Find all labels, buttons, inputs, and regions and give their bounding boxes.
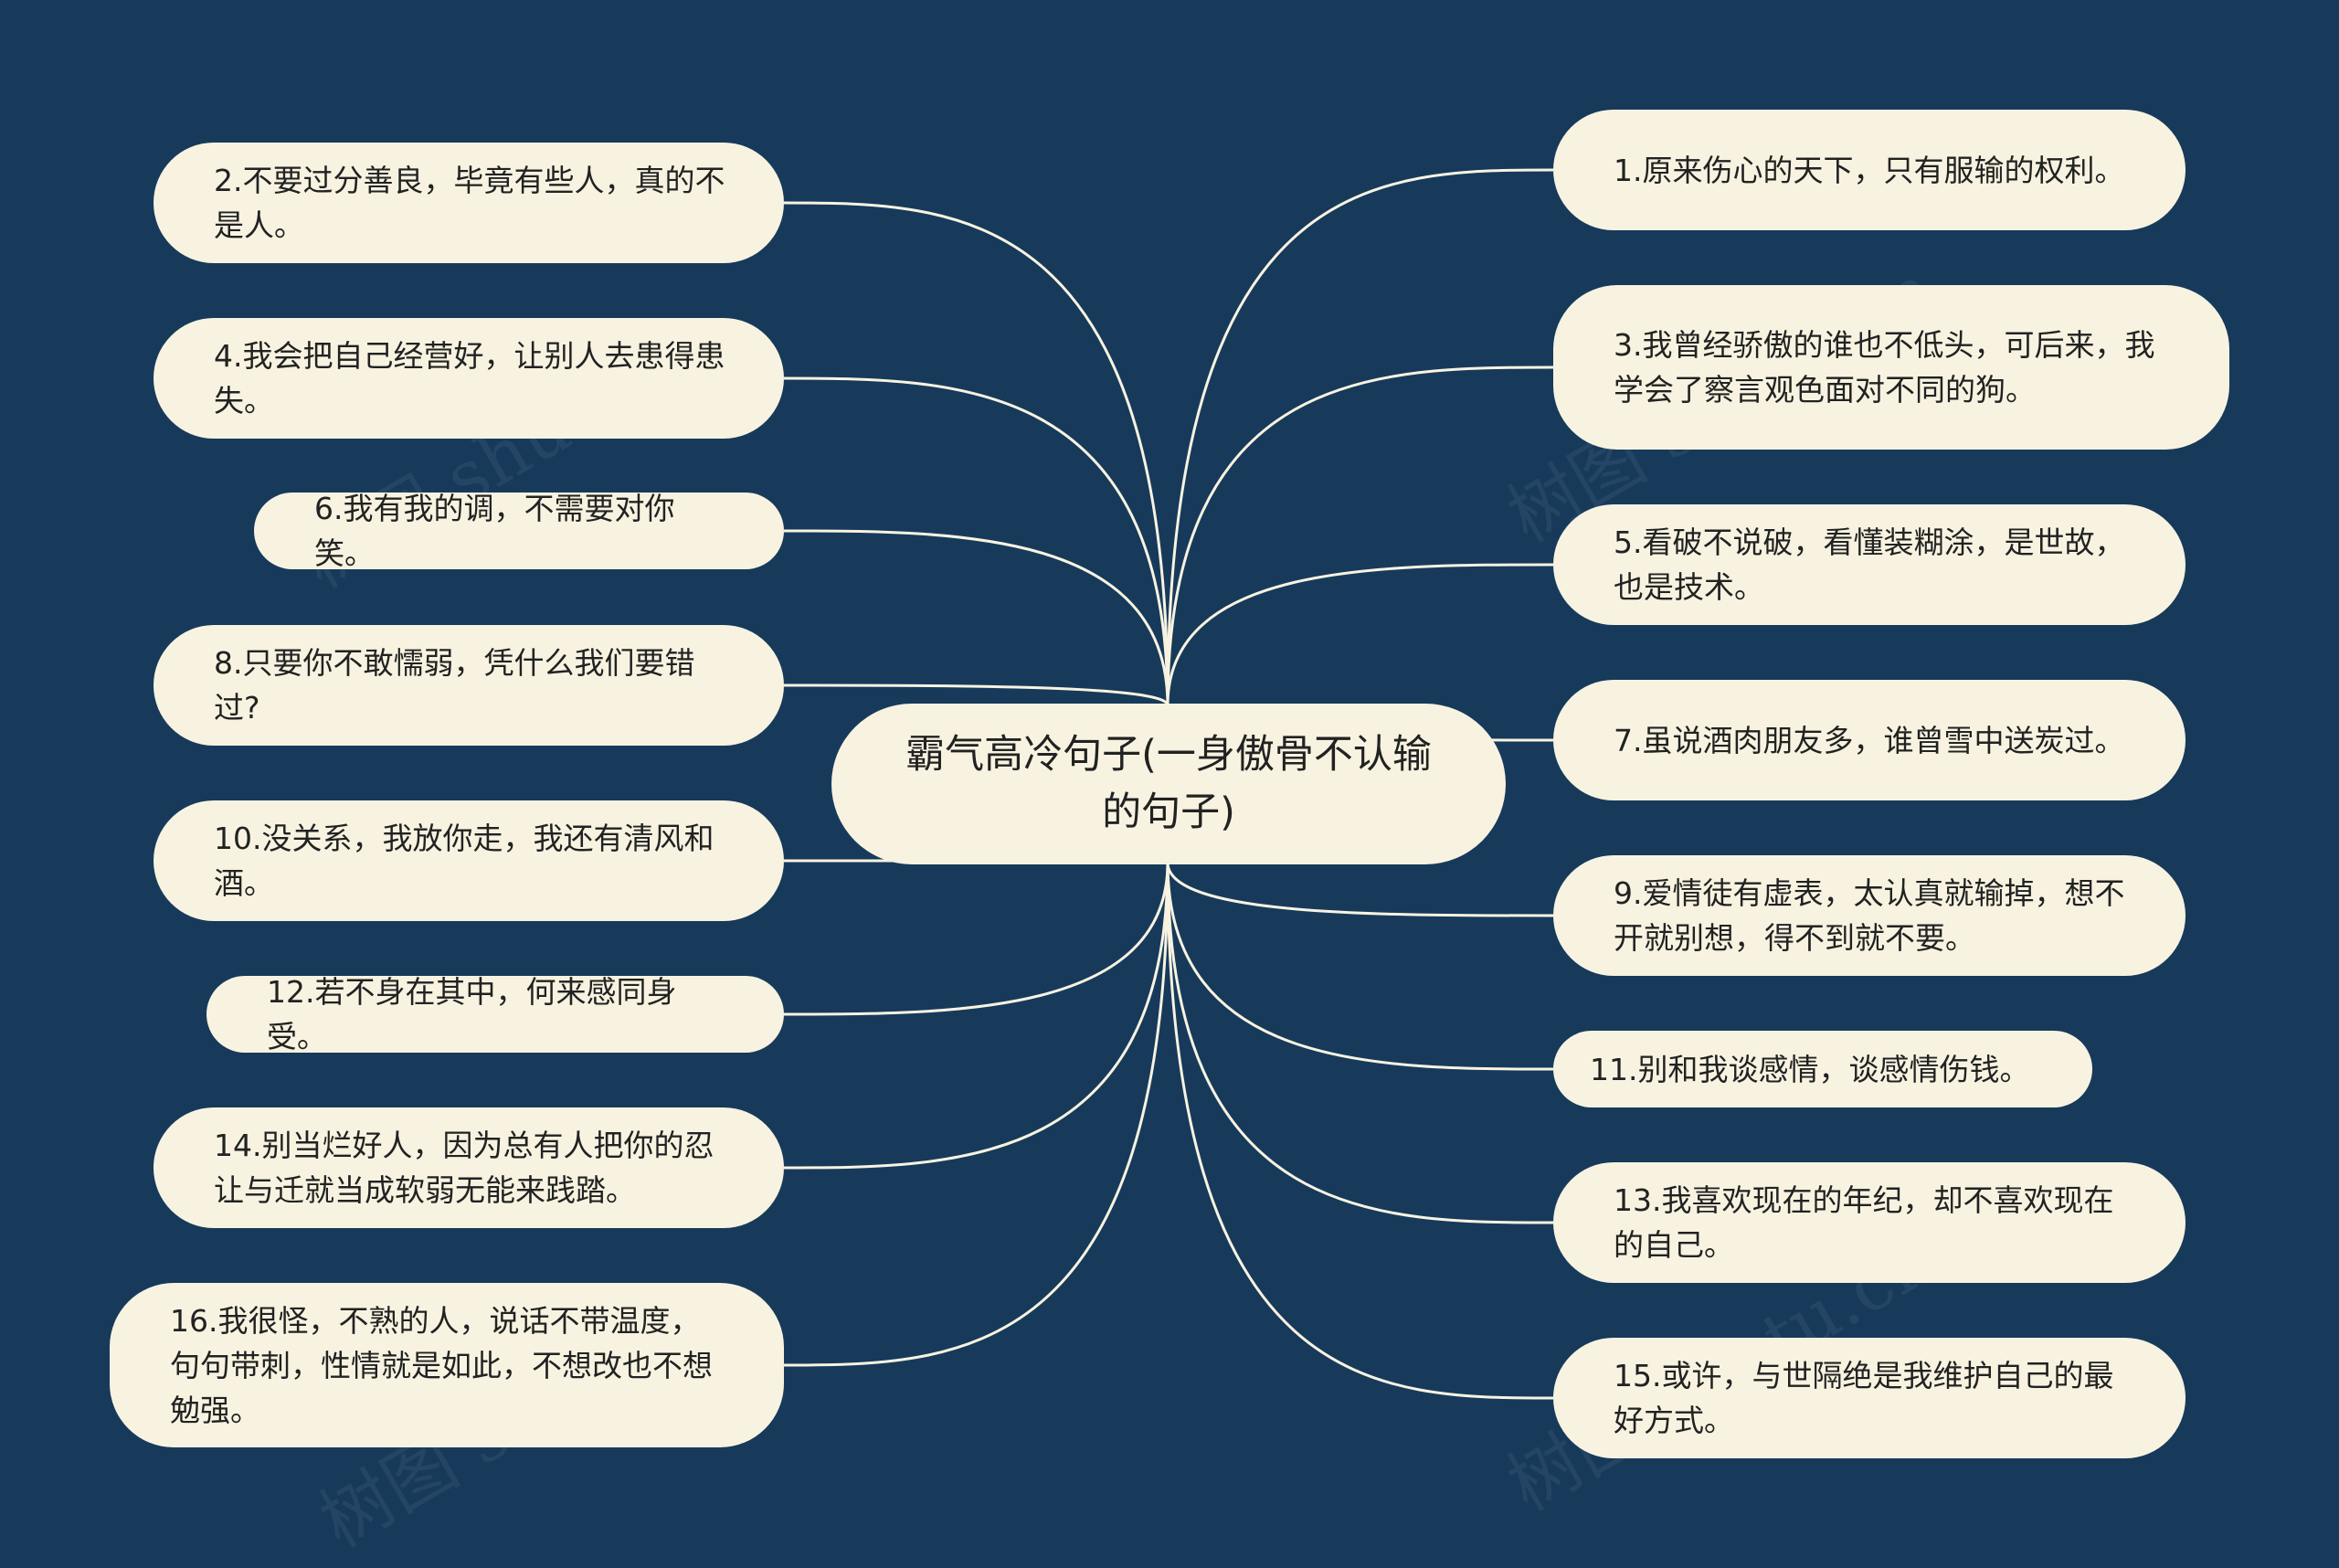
topic-node-8[interactable]: 8.只要你不敢懦弱，凭什么我们要错过? [153, 625, 784, 746]
central-topic[interactable]: 霸气高冷句子(一身傲骨不认输的句子) [831, 704, 1506, 864]
connector-line [1166, 862, 1554, 1400]
topic-node-2[interactable]: 2.不要过分善良，毕竟有些人，真的不是人。 [153, 143, 784, 263]
connector-line [1166, 862, 1554, 1224]
topic-node-5[interactable]: 5.看破不说破，看懂装糊涂，是世故，也是技术。 [1553, 504, 2186, 625]
connector-line [783, 683, 1170, 706]
topic-node-16[interactable]: 16.我很怪，不熟的人，说话不带温度，句句带刺，性情就是如此，不想改也不想勉强。 [110, 1283, 784, 1447]
connector-line [1166, 862, 1554, 917]
topic-node-12[interactable]: 12.若不身在其中，何来感同身受。 [206, 974, 784, 1054]
connector-line [783, 862, 1170, 1367]
connector-line [783, 201, 1170, 706]
topic-node-13[interactable]: 13.我喜欢现在的年纪，却不喜欢现在的自己。 [1553, 1162, 2186, 1283]
connector-line [1166, 366, 1554, 706]
topic-node-4[interactable]: 4.我会把自己经营好，让别人去患得患失。 [153, 318, 784, 439]
topic-node-11[interactable]: 11.别和我谈感情，谈感情伤钱。 [1553, 1031, 2092, 1107]
connector-line [783, 862, 1170, 1016]
topic-node-9[interactable]: 9.爱情徒有虚表，太认真就输掉，想不开就别想，得不到就不要。 [1553, 855, 2186, 976]
connector-line [783, 529, 1170, 706]
topic-node-15[interactable]: 15.或许，与世隔绝是我维护自己的最好方式。 [1553, 1338, 2186, 1458]
topic-node-6[interactable]: 6.我有我的调，不需要对你笑。 [254, 491, 784, 571]
connector-line [1166, 862, 1554, 1071]
topic-node-14[interactable]: 14.别当烂好人，因为总有人把你的忍让与迁就当成软弱无能来践踏。 [153, 1107, 784, 1228]
connector-line [783, 376, 1170, 706]
topic-node-1[interactable]: 1.原来伤心的天下，只有服输的权利。 [1553, 110, 2186, 230]
topic-node-7[interactable]: 7.虽说酒肉朋友多，谁曾雪中送炭过。 [1553, 680, 2186, 800]
topic-node-3[interactable]: 3.我曾经骄傲的谁也不低头，可后来，我学会了察言观色面对不同的狗。 [1553, 285, 2229, 450]
connector-line [783, 862, 1170, 1170]
topic-node-10[interactable]: 10.没关系，我放你走，我还有清风和酒。 [153, 800, 784, 921]
connector-line [1166, 168, 1554, 706]
connector-line [1166, 563, 1554, 706]
